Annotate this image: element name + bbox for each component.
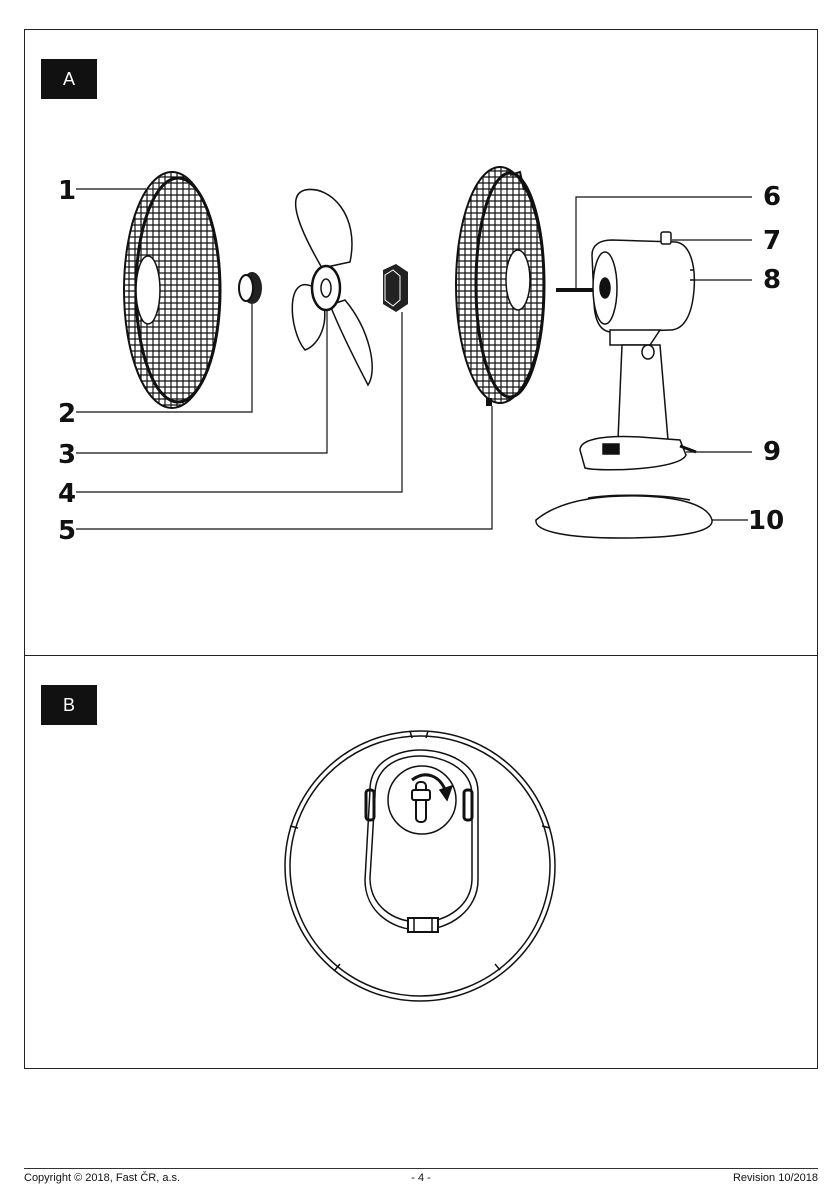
callout-6: 6 <box>763 182 781 212</box>
callout-1: 1 <box>58 176 76 206</box>
callout-7: 7 <box>763 226 781 256</box>
callout-3: 3 <box>58 440 76 470</box>
grill-back-view-drawing <box>285 731 555 1001</box>
callout-2: 2 <box>58 399 76 429</box>
callout-9: 9 <box>763 437 781 467</box>
fan-blade-drawing <box>292 189 372 385</box>
callout-10: 10 <box>748 506 784 536</box>
motor-stand-drawing <box>536 232 712 538</box>
rear-grill-drawing <box>456 167 544 406</box>
assembly-illustration: 1 2 3 4 5 6 7 8 9 10 <box>0 0 840 1100</box>
lock-nut-drawing <box>383 264 408 312</box>
footer-page-number: - 4 - <box>24 1172 818 1184</box>
callout-8: 8 <box>763 265 781 295</box>
spinner-cap-drawing <box>239 272 262 304</box>
footer-revision: Revision 10/2018 <box>733 1172 818 1184</box>
callout-4: 4 <box>58 479 76 509</box>
front-grill-drawing <box>124 172 220 408</box>
page-footer: Copyright © 2018, Fast ČR, a.s. - 4 - Re… <box>24 1168 818 1172</box>
callout-5: 5 <box>58 516 76 546</box>
